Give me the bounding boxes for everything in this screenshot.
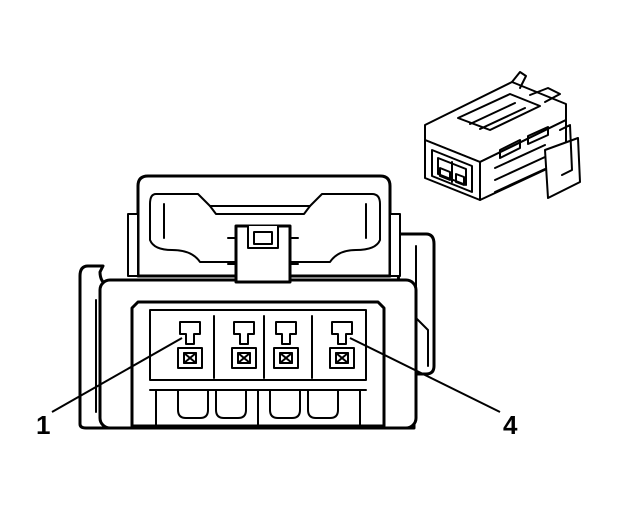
leader-line-4 [349,337,501,413]
leader-line-1 [51,337,183,413]
connector-isometric-view [424,71,581,201]
terminal-cavity-3 [273,321,299,369]
terminal-cavity-1 [177,321,203,369]
callout-label-4: 4 [503,410,518,440]
callout-label-1: 1 [36,410,50,440]
terminal-cavity-2 [231,321,257,369]
connector-face-view [78,174,436,430]
terminal-cavity-4 [329,321,355,369]
